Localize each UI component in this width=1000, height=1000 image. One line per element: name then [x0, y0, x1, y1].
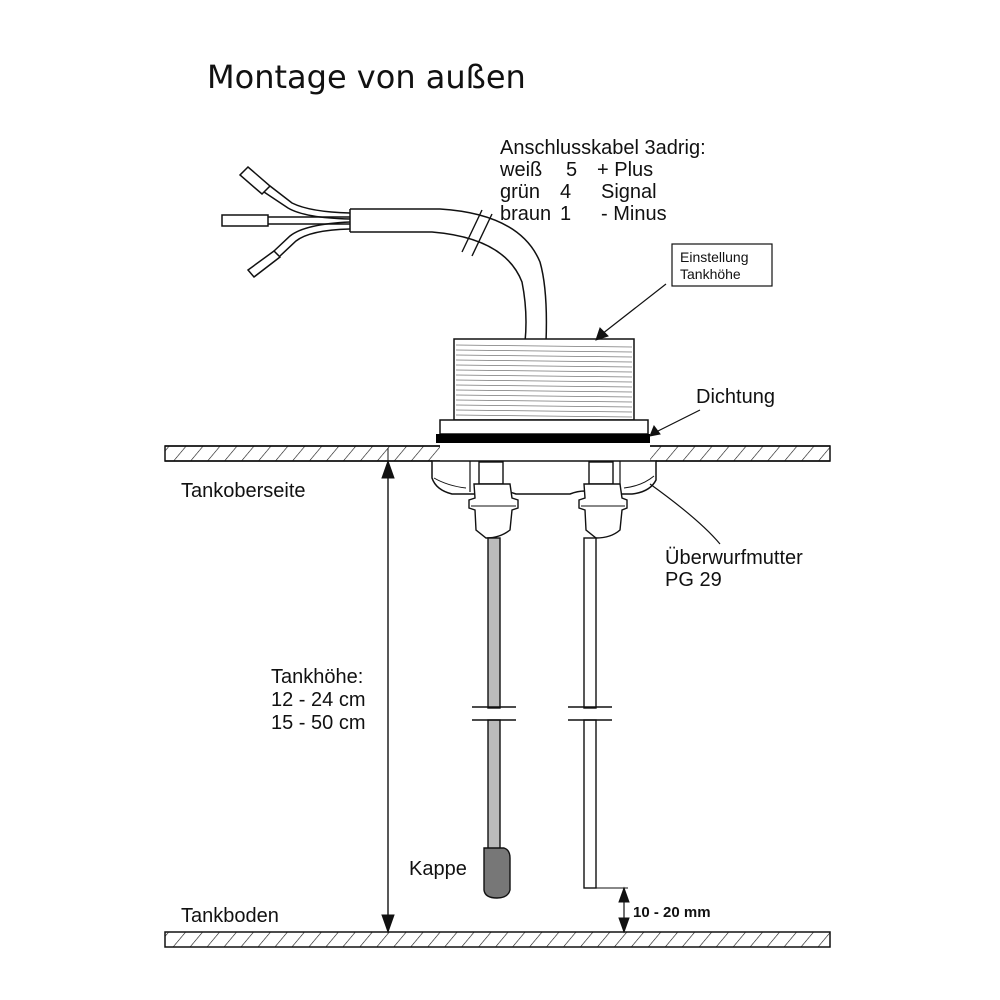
tank-bottom-plate [164, 931, 831, 948]
wire-function-1: + Plus [597, 159, 653, 181]
probe-cap [483, 847, 511, 899]
label-dichtung: Dichtung [696, 386, 775, 408]
callout-einstellung-2: Tankhöhe [680, 266, 741, 282]
leader-lines [595, 283, 721, 545]
wire-color-3: braun [500, 203, 551, 225]
label-tankboden: Tankboden [181, 905, 279, 927]
label-ueberwurfmutter: Überwurfmutter [665, 547, 803, 569]
tank-height-dimension [381, 448, 395, 934]
wire-function-2: Signal [601, 181, 657, 203]
wire-color-2: grün [500, 181, 540, 203]
wire-number-2: 4 [560, 181, 571, 203]
tank-top-plate [164, 444, 831, 463]
label-tankoberseite: Tankoberseite [181, 480, 306, 502]
wire-number-1: 5 [566, 159, 577, 181]
label-kappe: Kappe [409, 858, 467, 880]
wire-function-3: - Minus [601, 203, 667, 225]
label-pg29: PG 29 [665, 569, 722, 591]
right-probe [568, 461, 628, 889]
left-probe [468, 461, 519, 861]
label-tankhoehe: Tankhöhe: [271, 666, 363, 688]
label-tankhoehe-range2: 15 - 50 cm [271, 712, 365, 734]
callout-einstellung-1: Einstellung [680, 249, 749, 265]
label-tankhoehe-range1: 12 - 24 cm [271, 689, 365, 711]
union-nut [431, 460, 657, 495]
cable-heading: Anschlusskabel 3adrig: [500, 137, 706, 159]
wire-color-1: weiß [499, 159, 542, 181]
threaded-body [439, 338, 649, 435]
cable-info: Anschlusskabel 3adrig: weiß 5 + Plus grü… [499, 137, 706, 225]
page-title: Montage von außen [207, 58, 526, 96]
wire-number-3: 1 [560, 203, 571, 225]
clearance-dimension [618, 886, 630, 934]
connection-cable [221, 165, 548, 343]
tank-height-setting-box [671, 243, 773, 287]
label-clearance: 10 - 20 mm [633, 904, 711, 921]
gasket [436, 434, 650, 443]
